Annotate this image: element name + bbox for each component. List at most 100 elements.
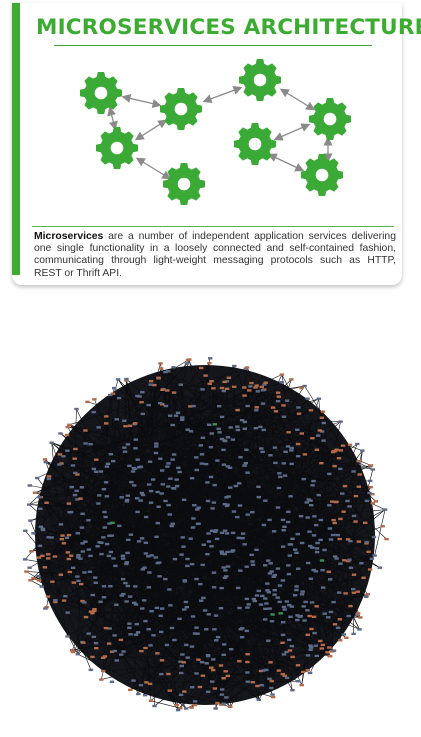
graph-node [80, 542, 85, 545]
graph-node [44, 606, 49, 609]
graph-node [91, 635, 96, 639]
graph-node [50, 580, 55, 583]
graph-node [185, 564, 190, 568]
graph-node [171, 453, 177, 456]
graph-node [36, 574, 41, 578]
graph-node [348, 566, 354, 569]
graph-node [327, 504, 332, 507]
graph-node [289, 378, 294, 381]
graph-node [29, 550, 34, 553]
graph-node [351, 514, 357, 518]
graph-node [167, 513, 172, 516]
graph-node [148, 380, 154, 383]
graph-node [266, 591, 271, 594]
graph-node [221, 463, 227, 466]
graph-node [178, 660, 183, 663]
graph-node [85, 400, 90, 404]
graph-node [263, 607, 268, 610]
graph-node [314, 654, 319, 658]
graph-node [78, 497, 83, 500]
graph-node [122, 446, 127, 449]
graph-node [175, 708, 181, 712]
microservices-card: MICROSERVICES ARCHITECTURE [12, 3, 421, 285]
graph-node [66, 502, 72, 505]
graph-node [199, 599, 204, 602]
graph-node [120, 577, 126, 581]
graph-node [302, 619, 307, 622]
graph-node [81, 641, 86, 644]
graph-node [299, 432, 304, 435]
graph-node [31, 532, 36, 535]
graph-node [155, 490, 160, 494]
graph-node [238, 569, 243, 572]
double-arrow-icon [121, 94, 162, 108]
gear-icon [301, 154, 343, 196]
graph-node [322, 612, 327, 615]
graph-node [133, 422, 138, 425]
graph-node [135, 394, 140, 398]
graph-node [220, 552, 225, 555]
graph-node [83, 540, 88, 543]
graph-node [276, 669, 281, 672]
graph-node [325, 651, 330, 654]
graph-node [262, 383, 267, 386]
graph-node [160, 388, 165, 391]
graph-node [286, 520, 291, 524]
graph-node [96, 502, 101, 505]
graph-node [131, 679, 136, 682]
graph-node [59, 538, 64, 541]
graph-node [170, 458, 175, 461]
graph-node [184, 643, 189, 647]
graph-node [337, 591, 342, 594]
graph-node [147, 483, 152, 486]
graph-node [228, 426, 233, 429]
graph-node [364, 540, 369, 544]
graph-node [188, 537, 193, 540]
graph-node [267, 607, 272, 610]
graph-node [92, 608, 97, 611]
graph-node [166, 672, 171, 676]
graph-node [93, 576, 98, 579]
graph-node [79, 486, 84, 489]
graph-node [175, 411, 181, 414]
graph-node [224, 575, 229, 578]
graph-node [353, 494, 359, 498]
graph-node [225, 503, 230, 506]
graph-node [281, 404, 286, 407]
graph-node [209, 380, 214, 383]
graph-node [128, 688, 133, 692]
graph-node [199, 366, 204, 370]
graph-node [215, 701, 220, 705]
graph-node [303, 600, 308, 604]
graph-node [67, 423, 72, 426]
graph-node [210, 507, 215, 510]
graph-node [288, 495, 293, 498]
graph-node [160, 607, 165, 610]
graph-node [209, 666, 214, 669]
graph-node [368, 479, 373, 483]
graph-node [78, 557, 83, 560]
graph-node [166, 485, 171, 488]
graph-node [219, 437, 225, 441]
graph-node [229, 550, 235, 553]
graph-node [209, 545, 214, 548]
graph-node [200, 674, 206, 677]
graph-node [300, 590, 305, 593]
graph-node [144, 681, 149, 684]
graph-node [242, 386, 247, 389]
graph-node [122, 419, 127, 422]
graph-node [351, 632, 356, 636]
graph-node [214, 639, 219, 642]
graph-node [275, 596, 280, 599]
graph-node [347, 505, 352, 508]
graph-node [140, 391, 145, 394]
graph-node [133, 438, 138, 441]
gear-icon [239, 59, 281, 101]
card-accent-bar [12, 3, 20, 275]
graph-node [83, 615, 89, 619]
graph-node [365, 593, 370, 596]
graph-node [211, 501, 217, 504]
graph-node [218, 664, 224, 667]
graph-node [308, 544, 313, 548]
graph-node [188, 405, 193, 408]
